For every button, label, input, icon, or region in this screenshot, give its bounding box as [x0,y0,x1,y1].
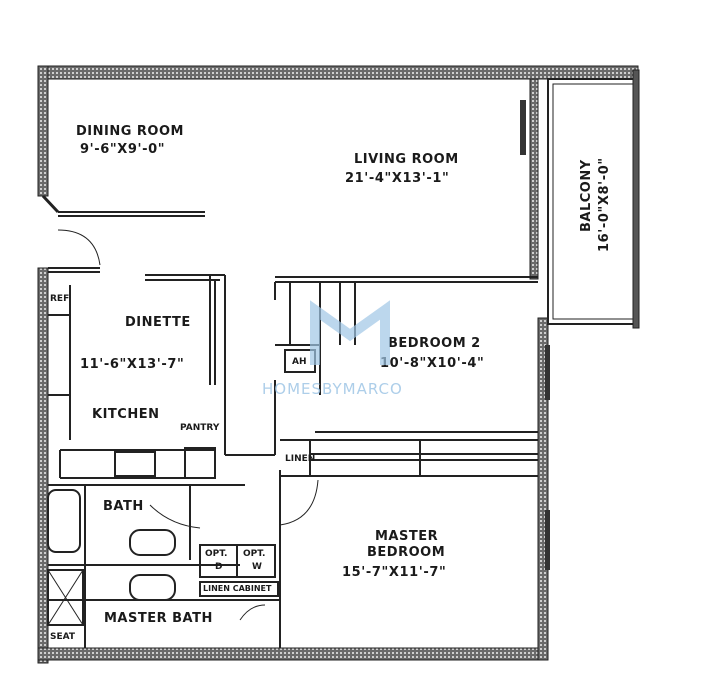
master-bedroom-label-1: MASTER [375,529,439,544]
bedroom2-label: BEDROOM 2 [388,336,481,351]
interior-walls [47,274,538,648]
outer-walls [37,65,639,664]
opt-w-top: OPT. [243,549,266,559]
dinette-dims: 11'-6"X13'-7" [80,357,185,372]
living-room-label: LIVING ROOM [354,152,459,167]
dining-room-label: DINING ROOM [76,124,184,139]
pantry-label: PANTRY [180,423,220,433]
linen-label: LINEN [285,454,316,464]
balcony-label: BALCONY [579,159,594,232]
seat-label: SEAT [50,632,76,642]
living-room-dims: 21'-4"X13'-1" [345,171,450,186]
dinette-label: DINETTE [125,315,191,330]
balcony-outline [547,69,640,329]
opt-w-bottom: W [252,562,262,572]
kitchen-label: KITCHEN [92,407,160,422]
dining-wall [41,194,205,273]
ref-label: REF [50,294,70,304]
linen-cabinet-label: LINEN CABINET [203,584,272,593]
master-bath-label: MASTER BATH [104,611,213,626]
master-bedroom-label-2: BEDROOM [367,545,446,560]
bedroom2-dims: 10'-8"X10'-4" [380,356,485,371]
windows [520,100,550,570]
balcony-dims: 16'-0"X8'-0" [597,157,612,252]
watermark-logo-icon [310,300,390,365]
opt-d-bottom: D [215,562,223,572]
bath-label: BATH [103,499,144,514]
master-bedroom-dims: 15'-7"X11'-7" [342,565,447,580]
dining-room-dims: 9'-6"X9'-0" [80,142,166,157]
ah-label: AH [292,357,307,367]
opt-d-top: OPT. [205,549,228,559]
watermark-text: HOMESBYMARCO [262,380,403,398]
